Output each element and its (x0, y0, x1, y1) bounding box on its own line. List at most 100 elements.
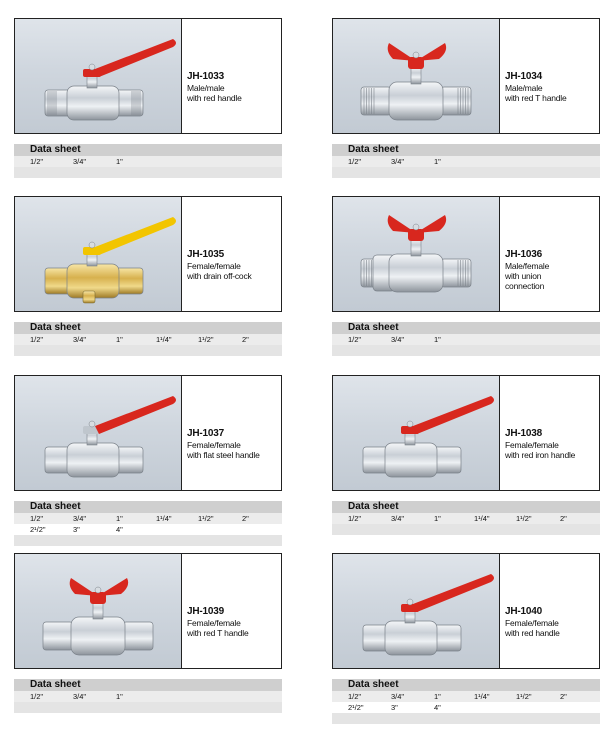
size-cell: 3/4" (391, 514, 405, 523)
size-cell: 1/2" (348, 692, 362, 701)
size-cell: 1" (116, 157, 123, 166)
size-row-empty (332, 345, 600, 356)
size-cell: 1¹/4" (156, 514, 172, 523)
size-cell: 1¹/4" (474, 514, 490, 523)
size-cell: 4" (434, 703, 441, 712)
size-cell: 1¹/2" (516, 514, 532, 523)
model-number: JH-1038 (505, 428, 542, 439)
model-number: JH-1035 (187, 249, 224, 260)
ball-valve-image (42, 578, 154, 656)
size-cell: 1¹/2" (198, 335, 214, 344)
size-row-empty (14, 345, 282, 356)
description-line: Male/female (505, 261, 550, 271)
model-number: JH-1039 (187, 606, 224, 617)
data-sheet-title: Data sheet (332, 679, 600, 691)
size-cell: 1/2" (30, 692, 44, 701)
description-line: Female/female (505, 618, 559, 628)
size-row-empty (332, 524, 600, 535)
size-cell: 1" (434, 514, 441, 523)
size-row: 2¹/2" 3" 4" (332, 702, 600, 713)
size-row: 1/2"3/4"1"1¹/4"1¹/2"2" (332, 513, 600, 524)
size-cell: 1" (116, 514, 123, 523)
size-cell: 1" (434, 157, 441, 166)
size-cell: 2" (242, 514, 249, 523)
model-number: JH-1034 (505, 71, 542, 82)
size-row: 1/2"3/4"1" (14, 691, 282, 702)
size-cell: 1" (116, 692, 123, 701)
ball-valve-image (44, 39, 176, 121)
data-sheet-title: Data sheet (332, 501, 600, 513)
size-row-empty (332, 713, 600, 724)
size-cell: 1" (116, 335, 123, 344)
size-cell: 1¹/4" (474, 692, 490, 701)
ball-valve-image (44, 217, 176, 304)
ball-valve-image (362, 574, 494, 656)
valve-photo (333, 554, 500, 668)
valve-photo (333, 19, 500, 133)
description-line: Female/female (187, 440, 241, 450)
data-sheet-title: Data sheet (14, 322, 282, 334)
size-cell: 3/4" (391, 692, 405, 701)
description-line: with union (505, 271, 542, 281)
data-sheet-title: Data sheet (332, 322, 600, 334)
model-number: JH-1036 (505, 249, 542, 260)
ball-valve-image (360, 215, 472, 293)
size-cell: 1/2" (30, 157, 44, 166)
ball-valve-image (362, 396, 494, 478)
size-cell: 2" (560, 514, 567, 523)
data-sheet-title: Data sheet (332, 144, 600, 156)
valve-photo (15, 376, 182, 490)
size-cell: 3/4" (73, 514, 87, 523)
size-cell: 1/2" (30, 335, 44, 344)
valve-photo (15, 554, 182, 668)
size-cell: 2¹/2" (348, 703, 364, 712)
model-number: JH-1033 (187, 71, 224, 82)
size-row-empty (14, 535, 282, 546)
size-cell: 1/2" (30, 514, 44, 523)
description-line: Female/female (187, 261, 241, 271)
size-cell: 1/2" (348, 335, 362, 344)
size-cell: 1¹/2" (516, 692, 532, 701)
size-cell: 3" (73, 525, 80, 534)
size-row: 2¹/2"3"4" (14, 524, 282, 535)
valve-photo (15, 19, 182, 133)
valve-photo (15, 197, 182, 311)
description-line: Male/male (187, 83, 225, 93)
size-row-empty (14, 167, 282, 178)
model-number: JH-1037 (187, 428, 224, 439)
valve-photo (333, 376, 500, 490)
size-cell: 3/4" (391, 157, 405, 166)
data-sheet-title: Data sheet (14, 501, 282, 513)
description-line: connection (505, 281, 545, 291)
size-cell: 1¹/2" (198, 514, 214, 523)
valve-photo (333, 197, 500, 311)
size-cell: 3/4" (73, 335, 87, 344)
description-line: with red T handle (505, 93, 567, 103)
size-row: 1/2"3/4"1"1¹/4"1¹/2"2" (14, 334, 282, 345)
description-line: with red iron handle (505, 450, 576, 460)
description-line: with red handle (505, 628, 560, 638)
model-number: JH-1040 (505, 606, 542, 617)
size-cell: 3" (391, 703, 398, 712)
size-row-empty (332, 167, 600, 178)
description-line: with red handle (187, 93, 242, 103)
size-row: 1/2" 3/4" 1" 1¹/4" 1¹/2" 2" (14, 513, 282, 524)
